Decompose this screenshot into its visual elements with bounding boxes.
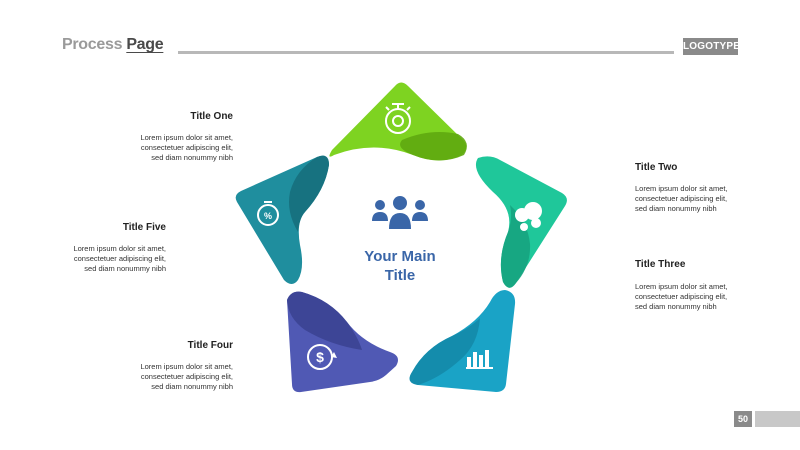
svg-text:%: % bbox=[264, 211, 272, 221]
logotype-badge: LOGOTYPE bbox=[683, 38, 740, 55]
dollar-refresh-icon: $ bbox=[307, 344, 337, 370]
step-one-title: Title One bbox=[190, 111, 233, 122]
team-icon bbox=[372, 196, 428, 229]
main-title-line1: Your Main bbox=[364, 248, 436, 265]
segment-five bbox=[235, 155, 329, 284]
segment-four bbox=[287, 291, 398, 393]
page-number: 50 bbox=[734, 411, 752, 427]
chat-bubbles-icon bbox=[515, 202, 542, 231]
step-two-description: Lorem ipsum dolor sit amet, consectetuer… bbox=[635, 184, 728, 213]
main-title: Your Main Title bbox=[340, 247, 460, 285]
svg-text:$: $ bbox=[316, 349, 324, 365]
step-four-description: Lorem ipsum dolor sit amet, consectetuer… bbox=[140, 362, 233, 391]
step-four-title: Title Four bbox=[187, 340, 233, 351]
step-five-description: Lorem ipsum dolor sit amet, consectetuer… bbox=[73, 244, 166, 273]
page-title: Process Page bbox=[62, 36, 164, 54]
step-one-description: Lorem ipsum dolor sit amet, consectetuer… bbox=[140, 133, 233, 162]
bar-chart-icon bbox=[466, 350, 493, 369]
footer-bar bbox=[755, 411, 800, 427]
step-five-title: Title Five bbox=[122, 222, 166, 233]
gear-stopwatch-icon bbox=[385, 103, 411, 134]
step-three-title: Title Three bbox=[635, 259, 686, 270]
header-divider bbox=[178, 51, 674, 54]
page-title-light: Process bbox=[62, 36, 127, 53]
step-three-description: Lorem ipsum dolor sit amet, consectetuer… bbox=[635, 282, 728, 311]
segment-one bbox=[329, 82, 467, 161]
main-title-line2: Title bbox=[384, 267, 416, 284]
segment-two bbox=[475, 156, 567, 288]
clock-percent-icon: % bbox=[257, 201, 279, 226]
page-title-strong: Page bbox=[126, 36, 164, 53]
step-two-title: Title Two bbox=[635, 162, 678, 173]
segment-three bbox=[409, 290, 516, 392]
